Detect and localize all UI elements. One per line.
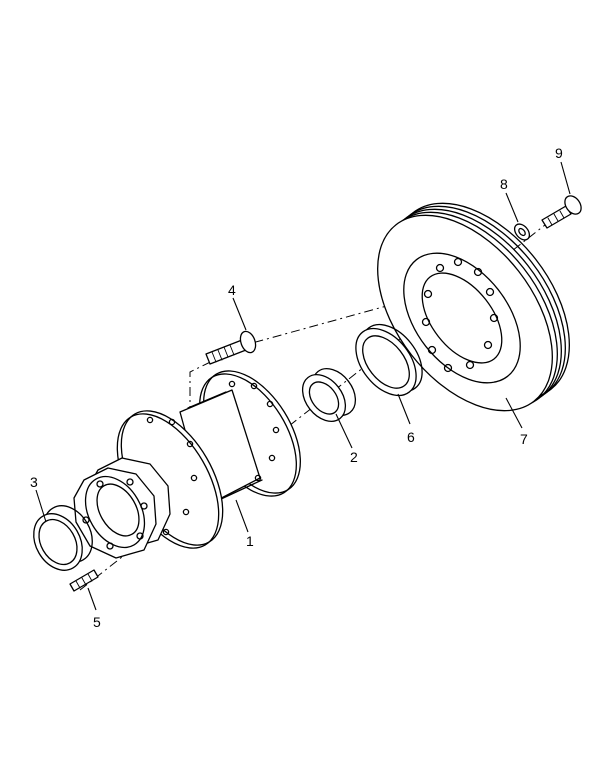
hub-front-boss — [73, 457, 171, 559]
callout-4: 4 — [228, 282, 236, 298]
pulley-part-7 — [377, 202, 570, 412]
bolt-part-4 — [205, 330, 257, 365]
callout-2: 2 — [350, 449, 358, 465]
stud-part-5 — [69, 569, 99, 592]
callout-8: 8 — [500, 176, 508, 192]
bearing-cup-part-3 — [33, 505, 93, 571]
seal-ring-part-6 — [355, 323, 423, 397]
callout-labels: 1 2 3 4 5 6 7 8 9 — [30, 145, 563, 630]
callout-3: 3 — [30, 474, 38, 490]
callout-6: 6 — [407, 429, 415, 445]
callout-9: 9 — [555, 145, 563, 161]
callout-1: 1 — [246, 533, 254, 549]
spacer-part-2 — [301, 368, 357, 422]
leader-lines — [35, 161, 571, 611]
washer-part-8 — [513, 223, 531, 241]
callout-5: 5 — [93, 614, 101, 630]
callout-7: 7 — [520, 431, 528, 447]
capscrew-part-9 — [541, 195, 582, 229]
